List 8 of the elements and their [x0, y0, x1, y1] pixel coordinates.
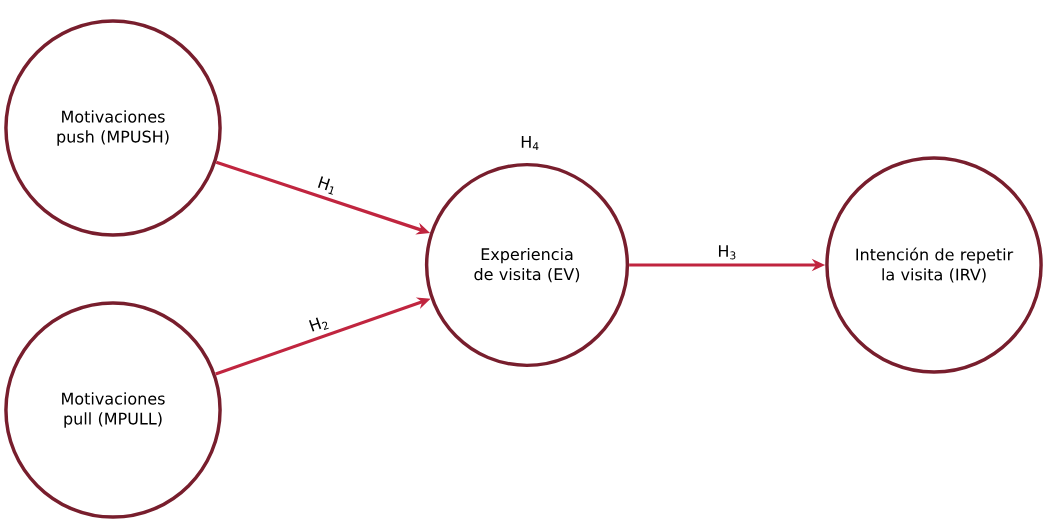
circle-node: Experiencia de visita (EV): [424, 162, 630, 368]
edge-label: H$_{3}$: [719, 245, 736, 260]
circle-node: Intención de repetir la visita (IRV): [825, 156, 1043, 374]
hypothesis-label: H$_{4}$: [521, 135, 539, 151]
circle-node: Motivaciones pull (MPULL): [4, 301, 222, 519]
edge-label: H$_{2}$: [308, 317, 329, 332]
edge-label: H$_{1}$: [317, 176, 334, 195]
circle-node: Motivaciones push (MPUSH): [4, 19, 222, 237]
